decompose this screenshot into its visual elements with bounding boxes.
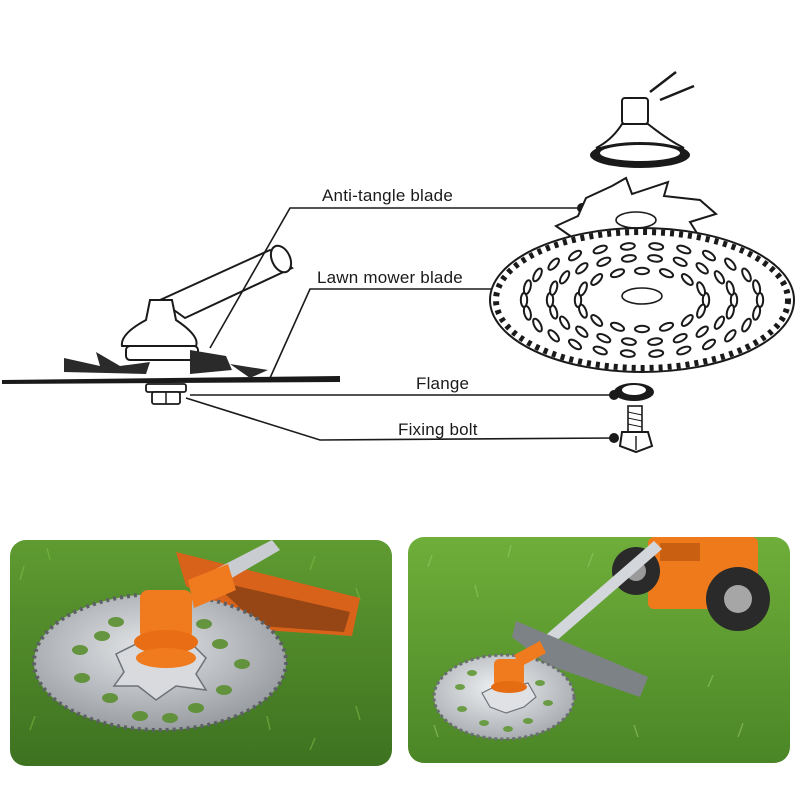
disc-hole: [755, 292, 765, 308]
disc-hole: [547, 329, 560, 343]
exploded-assembly-diagram: [2, 71, 795, 454]
disc-hole: [648, 349, 665, 358]
exploded-flange: [614, 383, 654, 401]
photo-brush-cutter-closeup: [10, 540, 392, 766]
exploded-lawn-mower-blade: [489, 227, 795, 373]
disc-hole: [741, 267, 752, 283]
disc-hole: [695, 262, 709, 275]
disc-hole: [592, 345, 608, 356]
disc-hole: [680, 314, 694, 327]
disc-hole: [532, 317, 543, 333]
disc-hole: [575, 325, 589, 338]
disc-hole: [567, 338, 583, 351]
disc-hole: [701, 338, 717, 351]
disc-hole: [592, 244, 608, 255]
disc-hole: [724, 329, 737, 343]
disc-hole: [658, 321, 675, 332]
disc-hole: [713, 315, 726, 330]
disc-hole: [725, 304, 735, 320]
blade-guard: [512, 621, 648, 697]
gear-head: [140, 590, 192, 640]
photo-wheeled-trimmer: [408, 537, 790, 763]
disc-hole: [725, 280, 735, 296]
grass-texture: [427, 544, 744, 738]
disc-hole: [724, 257, 737, 271]
disc-hole: [676, 244, 692, 255]
disc-hole: [532, 267, 543, 283]
disc-hole: [519, 292, 529, 308]
disc-hole: [620, 337, 637, 346]
disc-hole: [522, 279, 532, 295]
disc-hole: [590, 314, 604, 327]
disc-hole: [676, 345, 692, 356]
disc-hole: [647, 254, 664, 263]
disc-hole: [558, 270, 571, 285]
disc-hole: [696, 281, 707, 297]
label-lawn-mower-blade: Lawn mower blade: [317, 268, 463, 287]
label-anti-tangle-blade: Anti-tangle blade: [322, 186, 453, 205]
disc-hole: [558, 315, 571, 330]
disc-hole: [609, 321, 626, 332]
label-fixing-bolt: Fixing bolt: [398, 420, 478, 439]
disc-hole: [567, 249, 583, 262]
disc-hole: [634, 266, 650, 276]
disc-hole: [680, 273, 694, 286]
assembled-flange-bolt: [145, 383, 187, 405]
exploded-gear-head: [590, 71, 695, 168]
leader-lines: [185, 207, 615, 441]
trimmer-shaft: [158, 244, 294, 320]
gear-head: [120, 299, 199, 361]
disc-hole: [672, 256, 688, 267]
disc-hole: [609, 268, 626, 279]
disc-hole: [696, 303, 707, 319]
disc-hole: [620, 254, 637, 263]
blade-holes: [455, 670, 553, 732]
disc-hole: [752, 305, 762, 321]
disc-hole: [752, 279, 762, 295]
disc-hole: [634, 324, 650, 334]
disc-hole: [577, 281, 588, 297]
blade-holes: [72, 617, 250, 723]
disc-hole: [648, 242, 665, 251]
disc-hole: [547, 257, 560, 271]
disc-hole: [575, 262, 589, 275]
assembled-blade-edge: [2, 350, 340, 384]
disc-hole: [619, 349, 636, 358]
disc-hole: [741, 317, 752, 333]
label-flange: Flange: [416, 374, 470, 393]
disc-hole: [658, 268, 675, 279]
disc-hole: [549, 280, 559, 296]
disc-hole: [596, 333, 612, 344]
disc-hole: [596, 256, 612, 267]
disc-hole: [647, 337, 664, 346]
gear-head: [494, 659, 524, 687]
disc-hole: [695, 325, 709, 338]
disc-hole: [672, 333, 688, 344]
disc-hole: [713, 270, 726, 285]
disc-hole: [619, 242, 636, 251]
disc-hole: [590, 273, 604, 286]
disc-hole: [701, 249, 717, 262]
exploded-fixing-bolt: [618, 405, 654, 454]
